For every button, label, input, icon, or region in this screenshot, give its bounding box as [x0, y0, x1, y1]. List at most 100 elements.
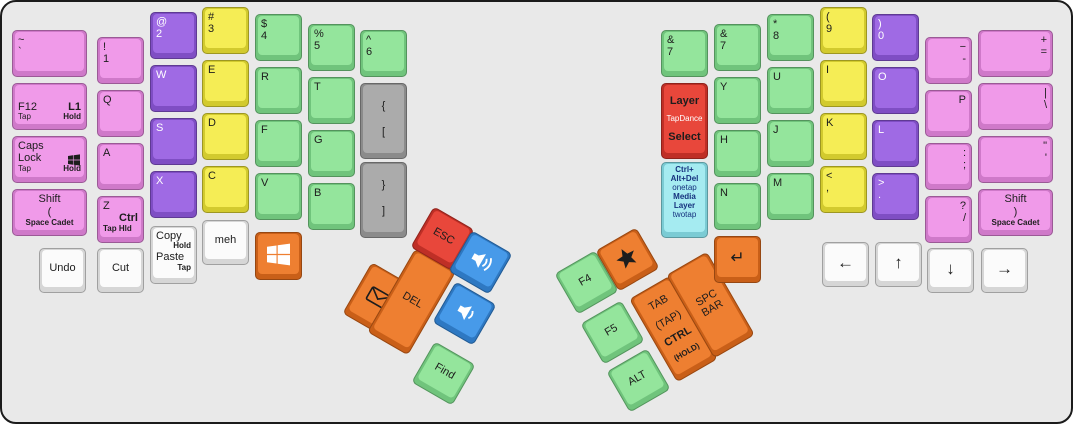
key-label: D [208, 117, 216, 129]
key-1[interactable]: !1 [97, 37, 144, 84]
key-6[interactable]: ^6 [360, 30, 407, 77]
key-volume-up[interactable] [448, 230, 513, 295]
key-x[interactable]: X [150, 171, 197, 218]
key-0[interactable]: )0 [872, 14, 919, 61]
key-arrow-down[interactable]: ↓ [927, 248, 974, 293]
key-label: Hold [173, 241, 191, 251]
key-i[interactable]: I [820, 60, 867, 107]
key-win[interactable] [255, 232, 302, 280]
key-label: N [720, 187, 728, 199]
key-label: T [314, 81, 321, 93]
key-comma[interactable]: <, [820, 166, 867, 213]
windows-logo-icon [68, 154, 80, 166]
key-arrow-up[interactable]: ↑ [875, 242, 922, 287]
key-label: , [826, 182, 830, 195]
key-tilde[interactable]: ~` [12, 30, 87, 77]
key-label: Layer [673, 200, 696, 210]
key-rbracket[interactable]: }] [360, 162, 407, 238]
key-volume-down[interactable] [432, 281, 497, 346]
key-slash[interactable]: ?/ [925, 196, 972, 243]
key-label: O [878, 71, 887, 83]
key-label: 7 [720, 40, 727, 53]
key-j[interactable]: J [767, 120, 814, 167]
key-4[interactable]: $4 [255, 14, 302, 61]
key-3[interactable]: #3 [202, 7, 249, 54]
key-q[interactable]: Q [97, 90, 144, 137]
key-g[interactable]: G [308, 130, 355, 177]
key-l[interactable]: L [872, 120, 919, 167]
key-t[interactable]: T [308, 77, 355, 124]
key-label: { [381, 100, 386, 113]
key-n[interactable]: N [714, 183, 761, 230]
key-label: Ctrl+ [675, 165, 694, 174]
key-label: + [1040, 34, 1047, 46]
key-label: @ [156, 16, 168, 28]
key-semicolon[interactable]: :; [925, 143, 972, 190]
key-minus[interactable]: −- [925, 37, 972, 84]
key-h[interactable]: H [714, 130, 761, 177]
key-shift-right[interactable]: Shift)Space Cadet [978, 189, 1053, 236]
key-v[interactable]: V [255, 173, 302, 220]
key-label: } [381, 179, 386, 192]
key-y[interactable]: Y [714, 77, 761, 124]
key-b[interactable]: B [308, 183, 355, 230]
key-label: 1 [103, 53, 110, 66]
key-period[interactable]: >. [872, 173, 919, 220]
key-label: 7 [667, 46, 674, 59]
key-plus[interactable]: += [978, 30, 1053, 77]
key-7[interactable]: &7 [714, 24, 761, 71]
key-label: & [720, 28, 728, 40]
key-p[interactable]: P [925, 90, 972, 137]
key-quote[interactable]: "' [978, 136, 1053, 183]
key-undo[interactable]: Undo [39, 248, 86, 293]
key-label: ↵ [730, 247, 745, 267]
key-alt[interactable]: ALT [606, 348, 671, 413]
key-9[interactable]: (9 [820, 7, 867, 54]
key-meh[interactable]: meh [202, 220, 249, 265]
key-a[interactable]: A [97, 143, 144, 190]
key-8[interactable]: *8 [767, 14, 814, 61]
key-shift-left[interactable]: Shift(Space Cadet [12, 189, 87, 236]
key-s[interactable]: S [150, 118, 197, 165]
key-label: ? [959, 200, 966, 212]
key-5[interactable]: %5 [308, 24, 355, 71]
key-d[interactable]: D [202, 113, 249, 160]
key-label: / [962, 212, 966, 225]
key-arrow-left[interactable]: ← [822, 242, 869, 287]
key-pipe[interactable]: |\ [978, 83, 1053, 130]
volume-down-icon [450, 296, 481, 327]
key-label: 6 [366, 46, 373, 59]
key-enter[interactable]: ↵ [714, 236, 761, 283]
key-f[interactable]: F [255, 120, 302, 167]
key-w[interactable]: W [150, 65, 197, 112]
key-find[interactable]: Find [411, 341, 476, 406]
key-7-inner[interactable]: &7 [661, 30, 708, 77]
key-lbracket[interactable]: {[ [360, 83, 407, 159]
key-arrow-right[interactable]: → [981, 248, 1028, 293]
key-u[interactable]: U [767, 67, 814, 114]
key-k[interactable]: K [820, 113, 867, 160]
key-c[interactable]: C [202, 166, 249, 213]
key-label: 5 [314, 40, 321, 53]
key-e[interactable]: E [202, 60, 249, 107]
key-cut[interactable]: Cut [97, 248, 144, 293]
key-label: K [826, 117, 834, 129]
key-o[interactable]: O [872, 67, 919, 114]
key-label: Lock [18, 152, 42, 165]
key-label: # [208, 11, 215, 23]
key-label: ; [962, 159, 966, 172]
key-label: − [959, 41, 966, 53]
key-m[interactable]: M [767, 173, 814, 220]
key-macro-star[interactable] [595, 227, 660, 292]
key-label: Shift [38, 193, 61, 206]
key-2[interactable]: @2 [150, 12, 197, 59]
key-label: ^ [366, 34, 372, 46]
key-label: C [208, 170, 216, 182]
key-r[interactable]: R [255, 67, 302, 114]
